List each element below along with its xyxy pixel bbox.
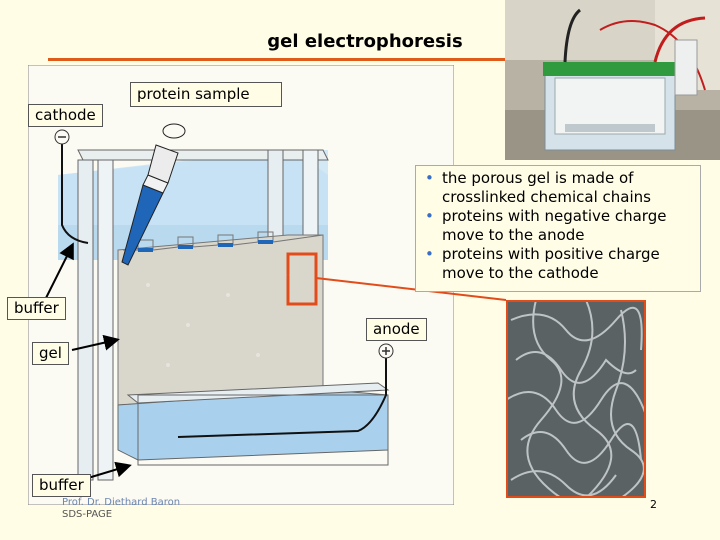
gel-tank-photo xyxy=(505,0,720,160)
electrophoresis-apparatus-diagram xyxy=(28,65,454,505)
title-underline xyxy=(48,58,520,61)
bullet-item: proteins with positive charge move to th… xyxy=(422,245,698,283)
bullet-item: proteins with negative charge move to th… xyxy=(422,207,698,245)
explanation-box: the porous gel is made of crosslinked ch… xyxy=(415,165,701,292)
slide-title: gel electrophoresis xyxy=(200,31,530,52)
gel-microstructure-image xyxy=(506,300,646,498)
footer-topic: SDS-PAGE xyxy=(62,509,112,520)
buffer-top-label: buffer xyxy=(7,297,66,320)
footer-author: Prof. Dr. Diethard Baron xyxy=(62,497,180,508)
cathode-label: cathode xyxy=(28,104,103,127)
anode-label: anode xyxy=(366,318,427,341)
buffer-bottom-label: buffer xyxy=(32,474,91,497)
gel-label: gel xyxy=(32,342,69,365)
page-number: 2 xyxy=(650,498,657,511)
bullet-list: the porous gel is made of crosslinked ch… xyxy=(422,169,698,283)
bullet-item: the porous gel is made of crosslinked ch… xyxy=(422,169,698,207)
protein-sample-label: protein sample xyxy=(130,82,282,107)
